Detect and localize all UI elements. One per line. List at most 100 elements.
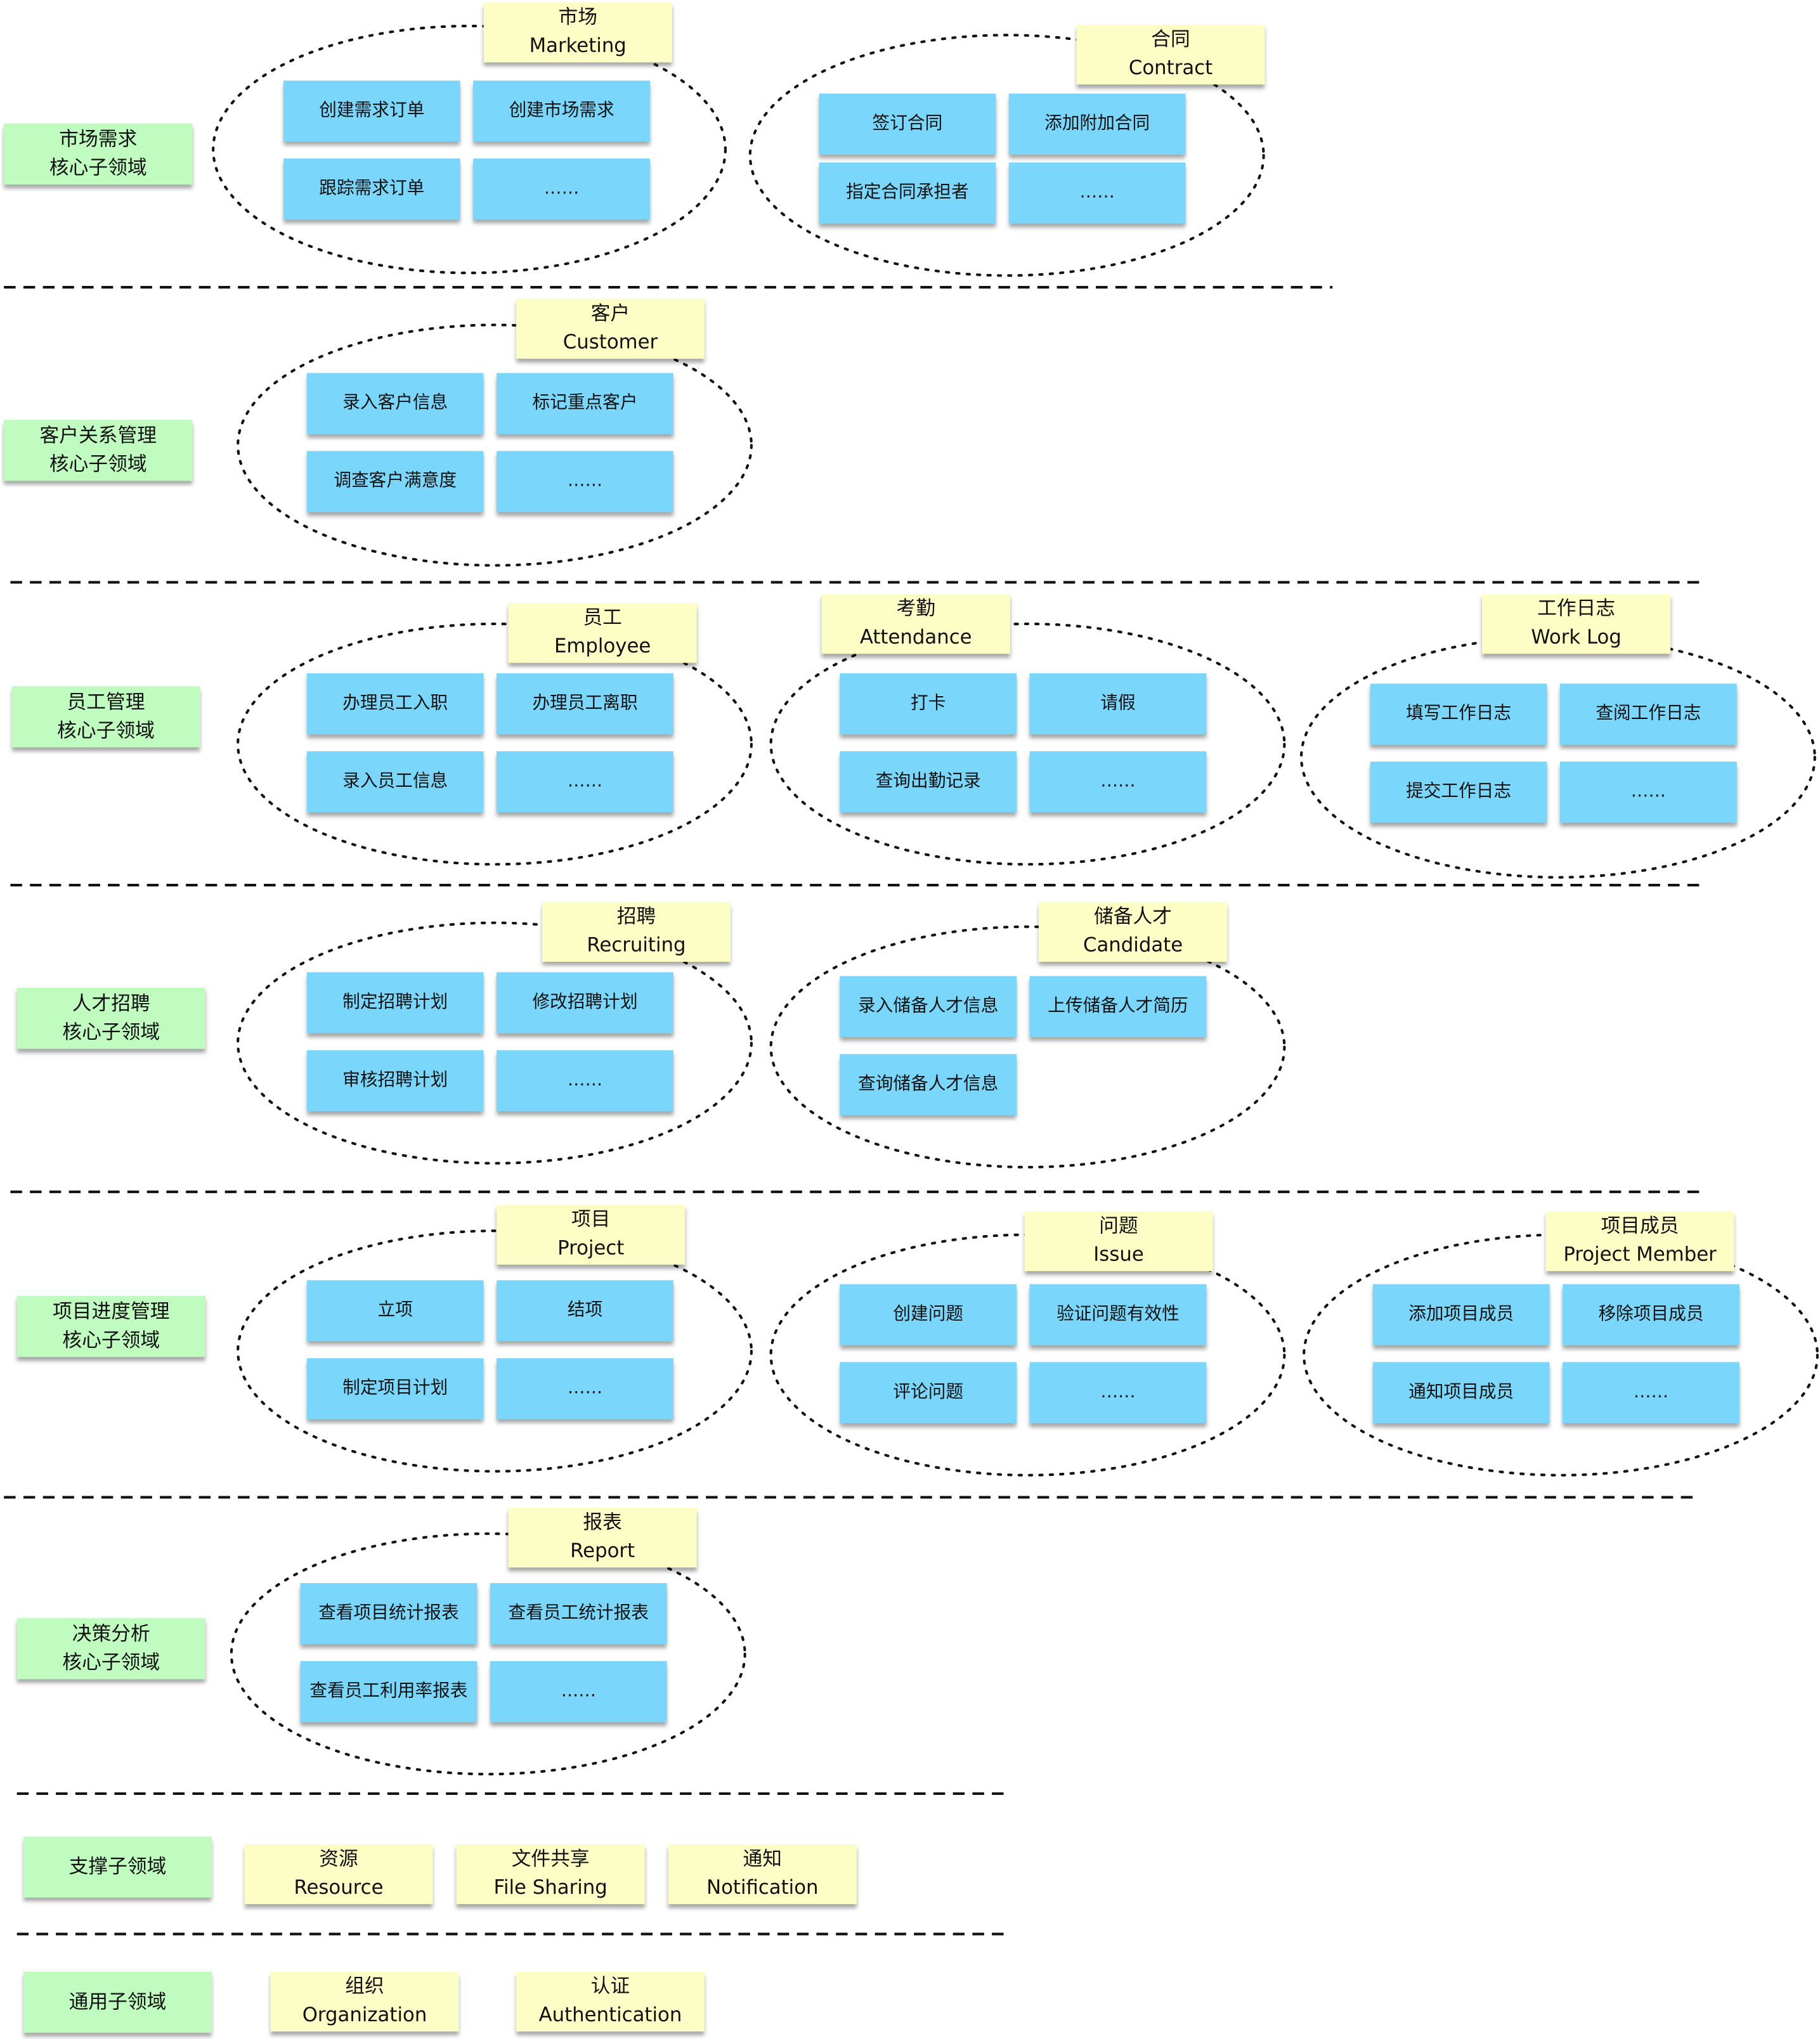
generic-domain-label: 通用子领域: [23, 1971, 212, 2033]
operation-card[interactable]: 制定招聘计划: [306, 972, 484, 1033]
domain-type: 核心子领域: [57, 718, 155, 742]
operation-card[interactable]: 立项: [306, 1280, 484, 1342]
context-name-zh: 认证: [590, 1974, 630, 1998]
operation-card[interactable]: 移除项目成员: [1563, 1284, 1739, 1345]
operation-card[interactable]: 办理员工离职: [497, 673, 673, 735]
operation-card[interactable]: 创建需求订单: [283, 81, 460, 142]
operation-card[interactable]: ……: [497, 751, 673, 813]
bounded-context-boundary: [769, 622, 1286, 866]
context-name-zh: 组织: [345, 1974, 384, 1998]
operation-card[interactable]: 签订合同: [819, 93, 996, 155]
bounded-context-label[interactable]: 员工 Employee: [508, 603, 697, 663]
operation-card[interactable]: 录入客户信息: [306, 373, 484, 434]
operation-label: 录入储备人才信息: [858, 995, 999, 1016]
operation-card[interactable]: 上传储备人才简历: [1029, 976, 1207, 1037]
operation-card[interactable]: ……: [1563, 1362, 1739, 1423]
bounded-context-label[interactable]: 项目 Project: [497, 1205, 686, 1265]
operation-card[interactable]: 办理员工入职: [306, 673, 484, 735]
operation-card[interactable]: 指定合同承担者: [819, 162, 996, 224]
operation-card[interactable]: ……: [1029, 1362, 1207, 1423]
operation-card[interactable]: 验证问题有效性: [1029, 1284, 1207, 1345]
operation-label: 提交工作日志: [1406, 780, 1512, 802]
operation-card[interactable]: 创建市场需求: [473, 81, 650, 142]
operation-card[interactable]: 查看员工统计报表: [490, 1583, 667, 1645]
operation-card[interactable]: 查看员工利用率报表: [300, 1660, 478, 1723]
operation-label: 移除项目成员: [1598, 1303, 1704, 1324]
context-name-en: Contract: [1128, 56, 1213, 80]
context-name-en: Work Log: [1531, 625, 1622, 649]
operation-label: ……: [1633, 1381, 1669, 1402]
operation-card[interactable]: ……: [1560, 761, 1737, 823]
context-name-en: Employee: [554, 634, 651, 658]
operation-card[interactable]: ……: [497, 451, 673, 512]
operation-card[interactable]: 标记重点客户: [497, 373, 673, 434]
operation-card[interactable]: ……: [497, 1050, 673, 1111]
context-name-en: Authentication: [538, 2003, 682, 2026]
operation-card[interactable]: 审核招聘计划: [306, 1050, 484, 1111]
operation-card[interactable]: 录入员工信息: [306, 751, 484, 813]
operation-card[interactable]: 评论问题: [840, 1362, 1017, 1423]
operation-label: 修改招聘计划: [532, 991, 638, 1013]
operation-label: ……: [567, 470, 603, 491]
operation-card[interactable]: ……: [1008, 162, 1186, 224]
operation-label: 填写工作日志: [1406, 702, 1512, 724]
operation-card[interactable]: 结项: [497, 1280, 673, 1342]
operation-label: 审核招聘计划: [342, 1069, 448, 1091]
core-domain-label: 市场需求核心子领域: [4, 123, 193, 185]
operation-card[interactable]: 提交工作日志: [1370, 761, 1547, 823]
operation-card[interactable]: ……: [490, 1660, 667, 1723]
operation-card[interactable]: 添加附加合同: [1008, 93, 1186, 155]
context-name-zh: 文件共享: [511, 1847, 590, 1871]
operation-card[interactable]: 创建问题: [840, 1284, 1017, 1345]
operation-card[interactable]: 查询出勤记录: [840, 751, 1017, 813]
operation-card[interactable]: 通知项目成员: [1372, 1362, 1550, 1423]
operation-card[interactable]: 查询储备人才信息: [840, 1054, 1017, 1115]
domain-type: 核心子领域: [49, 451, 147, 476]
operation-card[interactable]: 查阅工作日志: [1560, 683, 1737, 745]
operation-card[interactable]: 跟踪需求订单: [283, 159, 460, 220]
operation-card[interactable]: ……: [473, 159, 650, 220]
operation-label: 办理员工离职: [532, 692, 638, 713]
operation-label: ……: [1079, 181, 1115, 203]
bounded-context-boundary: [237, 323, 753, 567]
context-name-en: Project: [557, 1236, 625, 1260]
context-name-en: Resource: [294, 1875, 384, 1900]
context-name-zh: 员工: [583, 605, 622, 630]
operation-card[interactable]: 制定项目计划: [306, 1358, 484, 1420]
operation-card[interactable]: ……: [497, 1358, 673, 1420]
bounded-context-boundary: [212, 24, 727, 275]
operation-card[interactable]: 修改招聘计划: [497, 972, 673, 1033]
context-name-zh: 考勤: [896, 597, 935, 621]
operation-label: 跟踪需求订单: [319, 178, 425, 199]
operation-card[interactable]: 打卡: [840, 673, 1017, 735]
operation-card[interactable]: 填写工作日志: [1370, 683, 1547, 745]
operation-card[interactable]: ……: [1029, 751, 1207, 813]
generic-context[interactable]: 认证 Authentication: [516, 1971, 705, 2032]
operation-card[interactable]: 添加项目成员: [1372, 1284, 1550, 1345]
operation-card[interactable]: 录入储备人才信息: [840, 976, 1017, 1037]
bounded-context-boundary: [748, 34, 1265, 277]
core-domain-label: 员工管理核心子领域: [11, 686, 200, 748]
operation-card[interactable]: 请假: [1029, 673, 1207, 735]
operation-card[interactable]: 调查客户满意度: [306, 451, 484, 512]
operation-card[interactable]: 查看项目统计报表: [300, 1583, 478, 1645]
operation-label: 录入客户信息: [342, 392, 448, 413]
context-name-zh: 项目: [571, 1207, 611, 1231]
context-name-zh: 储备人才: [1094, 905, 1173, 929]
operation-label: 办理员工入职: [342, 692, 448, 713]
operation-label: 创建问题: [893, 1303, 964, 1324]
